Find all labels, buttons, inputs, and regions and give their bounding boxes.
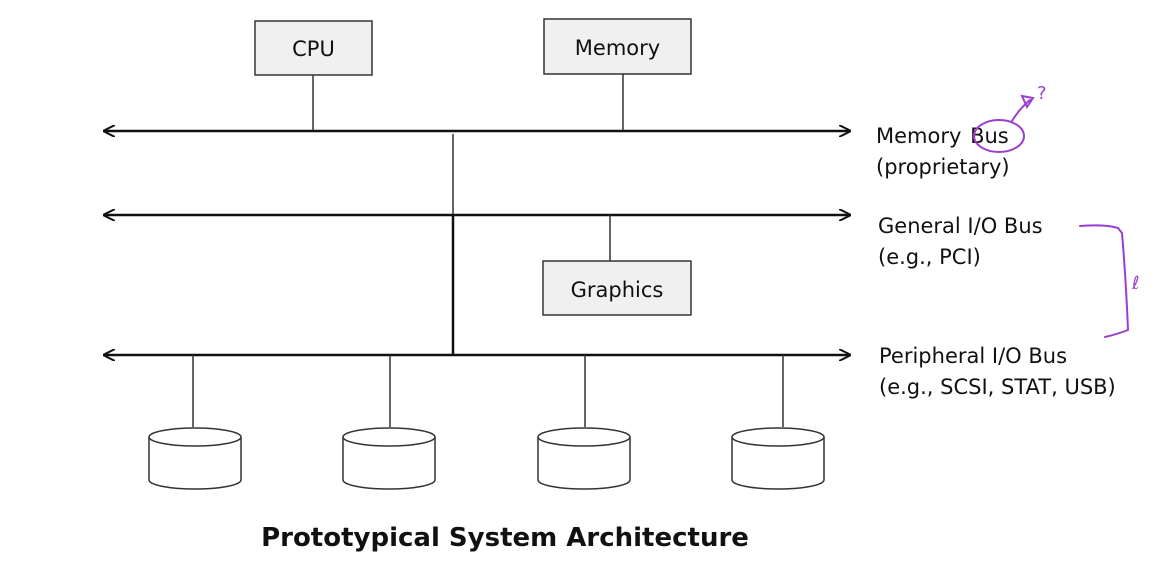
disk-icon bbox=[537, 427, 631, 490]
bus-circle-mark bbox=[973, 119, 1025, 153]
cpu-label: CPU bbox=[292, 37, 335, 61]
disk-icon bbox=[731, 427, 825, 490]
general-io-bus-label-name: General I/O Bus bbox=[878, 214, 1043, 238]
graphics-label: Graphics bbox=[571, 278, 664, 302]
general-io-bus-label-detail: (e.g., PCI) bbox=[878, 245, 981, 269]
annotation-arrow-icon bbox=[1011, 99, 1031, 122]
peripheral-io-bus-label-detail: (e.g., SCSI, STAT, USB) bbox=[879, 375, 1116, 399]
graphics-box: Graphics bbox=[542, 260, 692, 316]
memory-bus-label-name: Memory Bus bbox=[876, 124, 1009, 148]
peripheral-io-bus-label-name: Peripheral I/O Bus bbox=[879, 344, 1067, 368]
handwritten-annotations bbox=[973, 94, 1130, 338]
cpu-box: CPU bbox=[254, 20, 373, 76]
memory-label: Memory bbox=[575, 36, 660, 60]
question-mark-note: ? bbox=[1037, 83, 1047, 104]
annotation-arrowhead-icon bbox=[1020, 94, 1035, 110]
bracket-mark bbox=[1079, 224, 1130, 338]
disk-icon bbox=[148, 427, 242, 490]
diagram-caption: Prototypical System Architecture bbox=[261, 523, 749, 553]
bracket-note: ℓ bbox=[1131, 273, 1139, 294]
memory-bus-label-detail: (proprietary) bbox=[876, 155, 1010, 179]
disk-icon bbox=[342, 427, 436, 490]
memory-box: Memory bbox=[543, 18, 692, 75]
